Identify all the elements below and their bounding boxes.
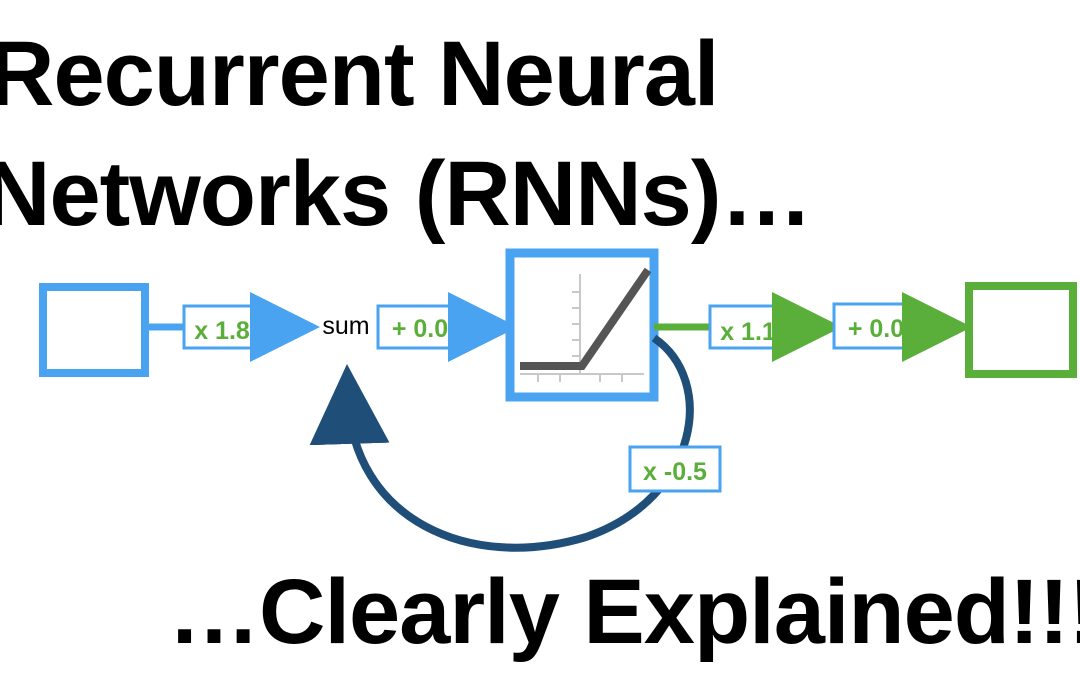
- feedback-weight-box: [628, 445, 722, 493]
- sum-label: sum: [322, 312, 369, 340]
- output-weight-label: x 1.1: [720, 318, 776, 346]
- title-line-1: Recurrent Neural: [0, 23, 719, 125]
- loop-arrow-icon: [309, 334, 694, 552]
- title-line-2: Networks (RNNs)…: [0, 143, 812, 245]
- output-bias-label: + 0.0: [848, 315, 904, 343]
- output-node: [965, 282, 1077, 378]
- relu-activation-icon: [520, 267, 652, 382]
- activation-node: [505, 248, 659, 402]
- input-bias-label: + 0.0: [392, 315, 448, 343]
- feedback-weight-label: x -0.5: [643, 458, 707, 486]
- input-weight-label: x 1.8: [194, 317, 250, 345]
- subtitle: …Clearly Explained!!!: [168, 561, 1080, 663]
- input-node: [39, 283, 149, 377]
